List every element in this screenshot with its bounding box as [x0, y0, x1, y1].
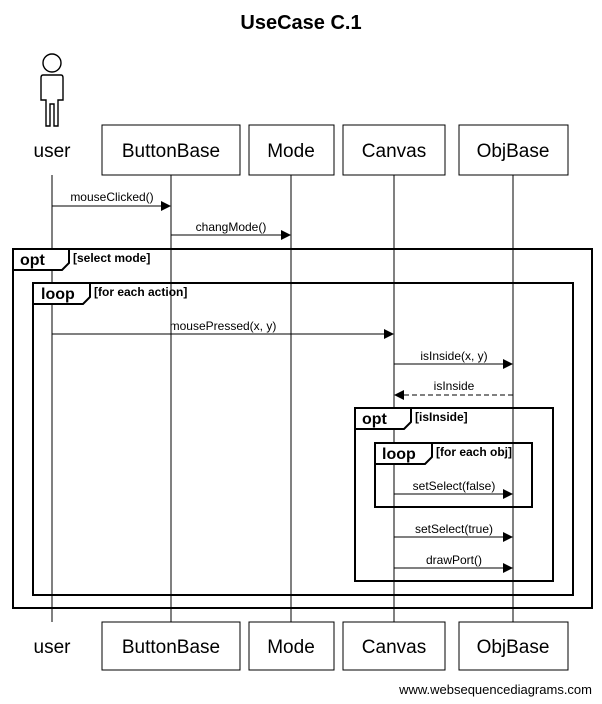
message-setselect-false: setSelect(false)	[394, 479, 513, 499]
fragment-tag: loop	[41, 286, 75, 303]
message-setselect-true: setSelect(true)	[394, 522, 513, 542]
participant-buttonbase-top: ButtonBase	[101, 124, 241, 176]
actor-icon-top	[40, 53, 64, 127]
fragment-opt-select-mode: opt [select mode]	[12, 248, 593, 609]
fragment-condition: [for each obj]	[436, 445, 512, 459]
fragment-tag: opt	[20, 252, 46, 269]
participant-label: Mode	[267, 637, 315, 658]
diagram-title: UseCase C.1	[240, 12, 361, 34]
participant-label: Canvas	[362, 637, 426, 658]
fragment-loop-for-each-action: loop [for each action]	[32, 282, 574, 596]
message-label: drawPort()	[426, 553, 482, 567]
participant-label: ButtonBase	[122, 637, 220, 658]
participant-canvas-top: Canvas	[342, 124, 446, 176]
fragment-condition: [for each action]	[94, 285, 187, 299]
message-label: mouseClicked()	[70, 190, 153, 204]
message-mouseclicked: mouseClicked()	[52, 190, 171, 211]
participant-label: Canvas	[362, 141, 426, 162]
fragment-tag: opt	[362, 411, 388, 428]
fragment-tag: loop	[382, 446, 416, 463]
fragment-condition: [select mode]	[73, 251, 150, 265]
message-mousepressed: mousePressed(x, y)	[52, 319, 394, 339]
fragment-condition: [isInside]	[415, 410, 468, 424]
message-label: setSelect(false)	[413, 479, 496, 493]
participant-label: ObjBase	[477, 141, 550, 162]
participant-label: ButtonBase	[122, 141, 220, 162]
message-label: isInside	[434, 379, 475, 393]
participant-label: Mode	[267, 141, 315, 162]
message-label: isInside(x, y)	[420, 349, 487, 363]
participant-user-bottom: user	[34, 637, 72, 658]
message-isinside-return: isInside	[394, 379, 513, 400]
fragment-opt-isinside: opt [isInside]	[354, 407, 554, 582]
message-drawport: drawPort()	[394, 553, 513, 573]
participant-mode-bottom: Mode	[248, 621, 335, 671]
message-label: mousePressed(x, y)	[170, 319, 277, 333]
participant-objbase-top: ObjBase	[458, 124, 569, 176]
participant-label: ObjBase	[477, 637, 550, 658]
participant-objbase-bottom: ObjBase	[458, 621, 569, 671]
participant-user-top: user	[34, 141, 72, 162]
message-isinside-call: isInside(x, y)	[394, 349, 513, 369]
message-label: changMode()	[196, 220, 267, 234]
participant-canvas-bottom: Canvas	[342, 621, 446, 671]
participant-mode-top: Mode	[248, 124, 335, 176]
message-changmode: changMode()	[171, 220, 291, 240]
participant-buttonbase-bottom: ButtonBase	[101, 621, 241, 671]
message-label: setSelect(true)	[415, 522, 493, 536]
fragment-loop-for-each-obj: loop [for each obj]	[374, 442, 533, 508]
footer-watermark: www.websequencediagrams.com	[398, 682, 592, 697]
